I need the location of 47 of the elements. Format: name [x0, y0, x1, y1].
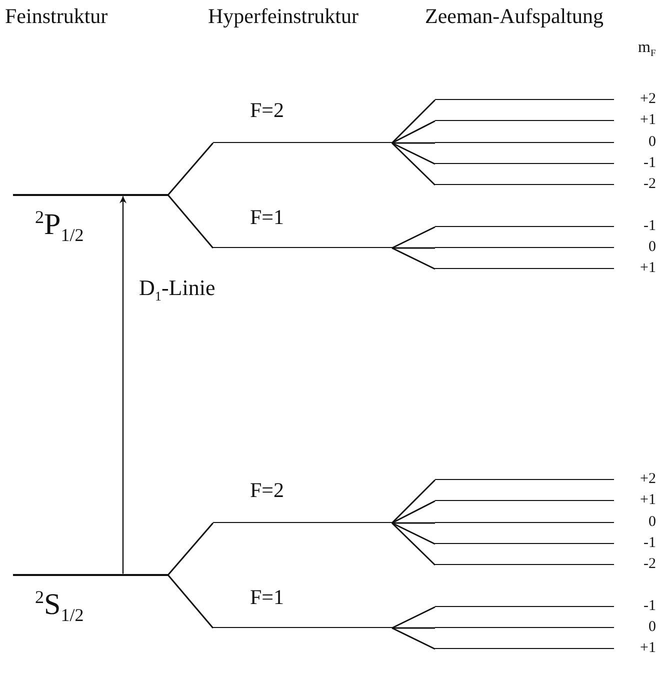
magnetic-quantum-number: +1: [639, 641, 656, 656]
magnetic-quantum-number: 0: [648, 620, 656, 635]
term-symbol-label: $^{2}$P$_{1/2}$: [35, 208, 84, 244]
term-symbol-label: $^{2}$S$_{1/2}$: [35, 588, 84, 624]
magnetic-quantum-number: +1: [639, 261, 656, 276]
splitting-line: [167, 574, 214, 628]
magnetic-quantum-number: 0: [648, 515, 656, 530]
splitting-line: [391, 99, 436, 144]
splitting-line: [392, 142, 435, 144]
splitting-line: [167, 194, 214, 248]
splitting-line: [167, 142, 214, 196]
splitting-line: [167, 522, 214, 576]
magnetic-quantum-number: -2: [642, 177, 656, 192]
axis-label: m$_{F}$: [638, 40, 656, 59]
splitting-line: [392, 142, 436, 165]
magnetic-quantum-number: -1: [642, 219, 656, 234]
splitting-line: [392, 226, 436, 249]
splitting-line: [392, 247, 435, 249]
hyperfine-label: F=1: [250, 587, 284, 608]
magnetic-quantum-number: -1: [642, 599, 656, 614]
splitting-line: [392, 627, 435, 629]
splitting-line: [392, 522, 435, 524]
column-heading: Feinstruktur: [5, 6, 108, 27]
splitting-line: [392, 120, 436, 144]
hyperfine-label: F=1: [250, 207, 284, 228]
magnetic-quantum-number: -2: [642, 557, 656, 572]
splitting-line: [392, 606, 436, 629]
magnetic-quantum-number: -1: [642, 156, 656, 171]
splitting-line: [391, 142, 436, 186]
splitting-line: [392, 522, 436, 545]
splitting-line: [392, 627, 436, 650]
transition-arrow: [120, 196, 126, 574]
hyperfine-label: F=2: [250, 480, 284, 501]
splitting-line: [392, 247, 436, 270]
magnetic-quantum-number: +1: [639, 113, 656, 128]
column-heading: Zeeman-Aufspaltung: [425, 6, 604, 27]
splitting-line: [392, 500, 436, 524]
magnetic-quantum-number: 0: [648, 240, 656, 255]
magnetic-quantum-number: -1: [642, 536, 656, 551]
magnetic-quantum-number: +2: [639, 92, 656, 107]
column-heading: Hyperfeinstruktur: [208, 6, 358, 27]
magnetic-quantum-number: +2: [639, 472, 656, 487]
splitting-line: [391, 479, 436, 524]
magnetic-quantum-number: 0: [648, 135, 656, 150]
hyperfine-label: F=2: [250, 100, 284, 121]
splitting-line: [391, 522, 436, 566]
magnetic-quantum-number: +1: [639, 493, 656, 508]
